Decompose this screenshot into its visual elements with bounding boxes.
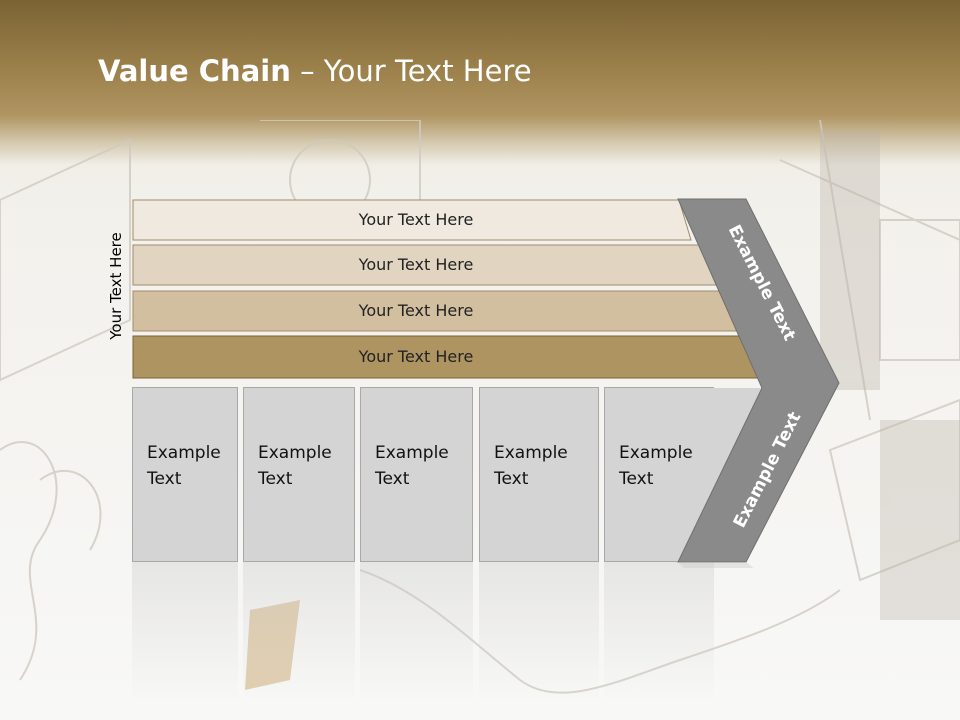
bar-3-label: Your Text Here — [358, 301, 474, 320]
slide-title: Value Chain – Your Text Here — [98, 54, 532, 88]
box-reflection-1 — [132, 562, 238, 702]
title-bold: Value Chain — [98, 54, 291, 88]
bar-1-label: Your Text Here — [358, 210, 474, 229]
box-reflection-2 — [243, 562, 355, 702]
value-chain-chevron — [677, 198, 840, 568]
header-band — [0, 0, 960, 165]
background-illustration — [0, 120, 960, 694]
bar-2-label: Your Text Here — [358, 255, 474, 274]
box-reflection-5 — [604, 562, 714, 702]
side-label: Your Text Here — [107, 232, 125, 340]
bar-4-label: Your Text Here — [358, 347, 474, 366]
box-reflection-4 — [479, 562, 599, 702]
title-rest: – Your Text Here — [290, 54, 532, 88]
box-reflection-3 — [360, 562, 473, 702]
